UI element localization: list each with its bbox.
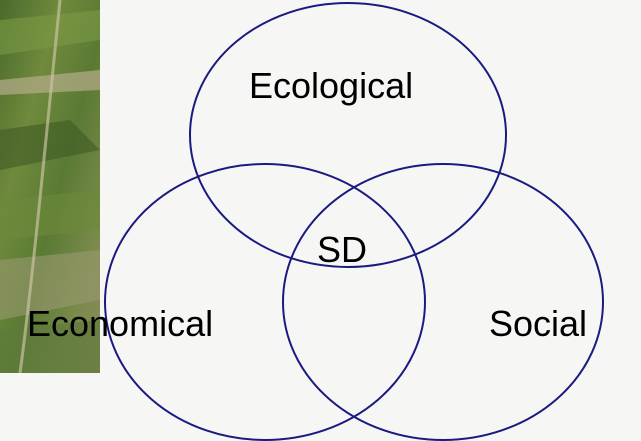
circle-social [282,163,604,441]
circle-economical [104,163,426,441]
circle-ecological [189,2,507,268]
label-sd: SD [317,229,367,270]
label-ecological: Ecological [249,65,413,106]
aerial-landscape-photo [0,0,100,373]
label-social: Social [489,303,587,344]
label-economical: Economical [27,303,213,344]
